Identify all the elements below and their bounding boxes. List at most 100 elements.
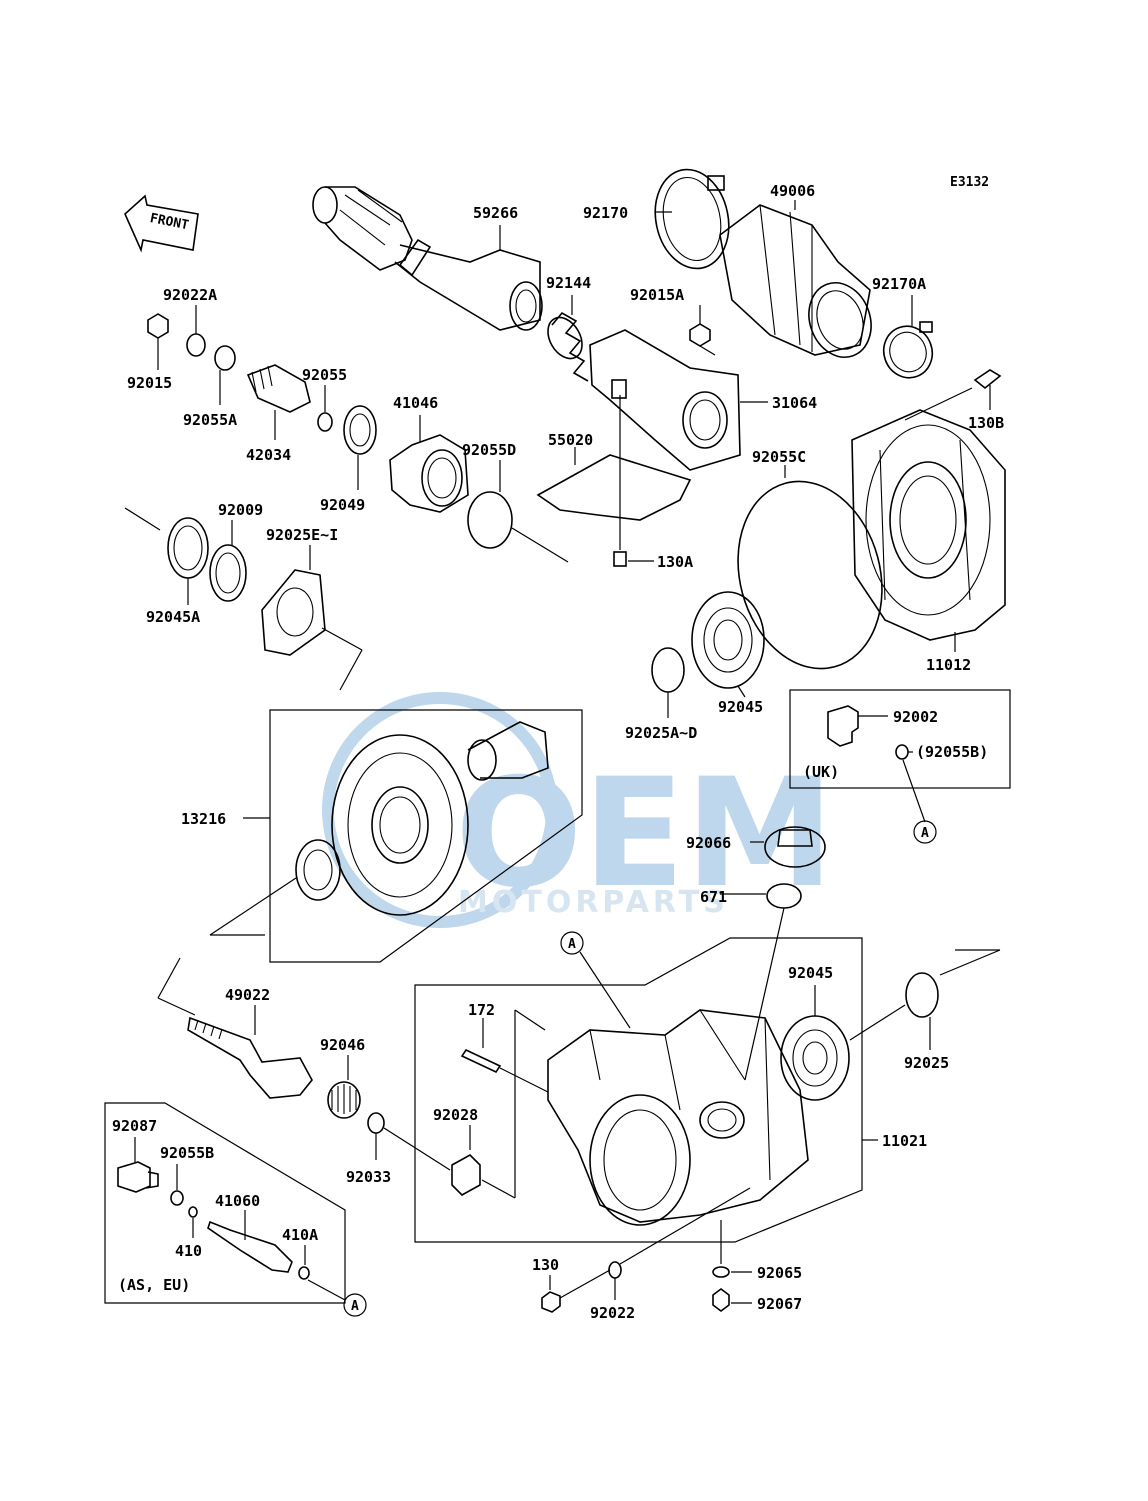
label-92025: 92025	[904, 1054, 949, 1072]
label-13216: 13216	[181, 810, 226, 828]
part-49006: 49006	[770, 182, 815, 210]
part-92025AD: 92025A~D	[625, 647, 697, 742]
watermark: OEM MOTORPARTS	[322, 692, 834, 928]
part-92170: 92170	[583, 204, 672, 222]
part-92015: 92015	[127, 313, 172, 392]
part-130B: 130B	[904, 369, 1004, 432]
clamp-ring-a-drawing	[882, 321, 934, 379]
front-arrow-icon: FRONT	[124, 194, 199, 253]
part-92144: 92144	[546, 274, 591, 315]
part-92045-top: 92045	[691, 591, 765, 716]
label-41046: 41046	[393, 394, 438, 412]
part-130: 130	[532, 1256, 611, 1313]
label-92065: 92065	[757, 1264, 802, 1282]
part-42034: 42034	[246, 364, 311, 464]
label-92022A: 92022A	[163, 286, 217, 304]
label-671: 671	[700, 888, 727, 906]
label-92009: 92009	[218, 501, 263, 519]
part-92055: 92055	[302, 366, 347, 432]
as-eu-label: (AS, EU)	[118, 1276, 190, 1294]
diagram-code: E3132	[950, 175, 989, 190]
label-130B: 130B	[968, 414, 1004, 432]
label-92170: 92170	[583, 204, 628, 222]
label-92028: 92028	[433, 1106, 478, 1124]
part-92046: 92046	[320, 1036, 365, 1119]
label-11021: 11021	[882, 1132, 927, 1150]
label-92144: 92144	[546, 274, 591, 292]
label-92170A: 92170A	[872, 275, 926, 293]
uk-variant-box: 92002 (92055B) (UK)	[789, 689, 1011, 823]
callout-a-uk: A	[913, 820, 937, 844]
boot-drawing	[719, 204, 872, 358]
part-92025EI: 92025E~I	[261, 526, 363, 691]
label-92055A: 92055A	[183, 411, 237, 429]
part-49022: 49022	[157, 957, 313, 1099]
part-92055A: 92055A	[183, 345, 237, 429]
part-92028: 92028	[433, 1009, 546, 1199]
label-92033: 92033	[346, 1168, 391, 1186]
part-92045A: 92045A	[124, 507, 209, 626]
uk-label: (UK)	[803, 763, 839, 781]
label-130A: 130A	[657, 553, 693, 571]
label-11012: 11012	[926, 656, 971, 674]
label-92055D: 92055D	[462, 441, 516, 459]
label-92002: 92002	[893, 708, 938, 726]
part-92022A: 92022A	[163, 286, 217, 357]
callout-a-housing-text: A	[568, 937, 576, 952]
cover-drawing	[851, 409, 1006, 641]
label-92067: 92067	[757, 1295, 802, 1313]
label-31064: 31064	[772, 394, 817, 412]
plate-drawing	[536, 395, 692, 550]
label-49006: 49006	[770, 182, 815, 200]
callout-a-as-eu: A	[343, 1293, 367, 1317]
label-92045-low: 92045	[788, 964, 833, 982]
callout-a-housing: A	[560, 931, 631, 1029]
drive-shaft-drawing	[312, 186, 543, 331]
part-92045-low: 92045	[780, 964, 850, 1101]
main-housing-drawing	[414, 937, 878, 1243]
label-42034: 42034	[246, 446, 291, 464]
part-11021: 11021	[882, 1132, 927, 1150]
part-31064: 31064	[740, 394, 817, 412]
part-92066: 92066	[686, 826, 826, 868]
part-92033: 92033	[346, 1112, 451, 1186]
part-671: 671	[700, 883, 802, 1081]
label-92087: 92087	[112, 1117, 157, 1135]
callout-a-as-eu-text: A	[351, 1299, 359, 1314]
part-92067: 92067	[712, 1288, 802, 1313]
part-59266: 59266	[473, 204, 518, 251]
gear-set-box: 13216	[181, 709, 583, 963]
part-41046: 41046	[389, 394, 469, 513]
part-172: 172	[460, 1001, 549, 1093]
label-59266: 59266	[473, 204, 518, 222]
part-130A: 130A	[613, 551, 693, 571]
part-92025: 92025	[849, 949, 1001, 1072]
label-92045-top: 92045	[718, 698, 763, 716]
label-55020: 55020	[548, 431, 593, 449]
label-92025AD: 92025A~D	[625, 724, 697, 742]
label-92055C: 92055C	[752, 448, 806, 466]
label-92025EI: 92025E~I	[266, 526, 338, 544]
part-92065: 92065	[712, 1220, 802, 1282]
spring-drawing	[547, 311, 589, 382]
part-92049: 92049	[320, 405, 377, 514]
clamp-ring-drawing	[654, 168, 730, 270]
as-eu-variant-box: 92087 92055B 410 41060 410A (AS, EU)	[104, 1102, 346, 1304]
watermark-sub-text: MOTORPARTS	[458, 885, 729, 920]
label-172: 172	[468, 1001, 495, 1019]
part-92055C: 92055C	[737, 448, 883, 670]
label-410A: 410A	[282, 1226, 318, 1244]
part-11012: 11012	[926, 632, 971, 674]
label-41060: 41060	[215, 1192, 260, 1210]
front-arrow-label: FRONT	[149, 211, 190, 233]
label-92055B-paren: (92055B)	[916, 743, 988, 761]
watermark-ring	[322, 692, 558, 928]
part-92055D: 92055D	[462, 441, 569, 563]
label-92045A: 92045A	[146, 608, 200, 626]
label-92066: 92066	[686, 834, 731, 852]
part-92170A: 92170A	[872, 275, 926, 326]
part-92009: 92009	[209, 501, 263, 602]
part-55020: 55020	[548, 431, 593, 465]
